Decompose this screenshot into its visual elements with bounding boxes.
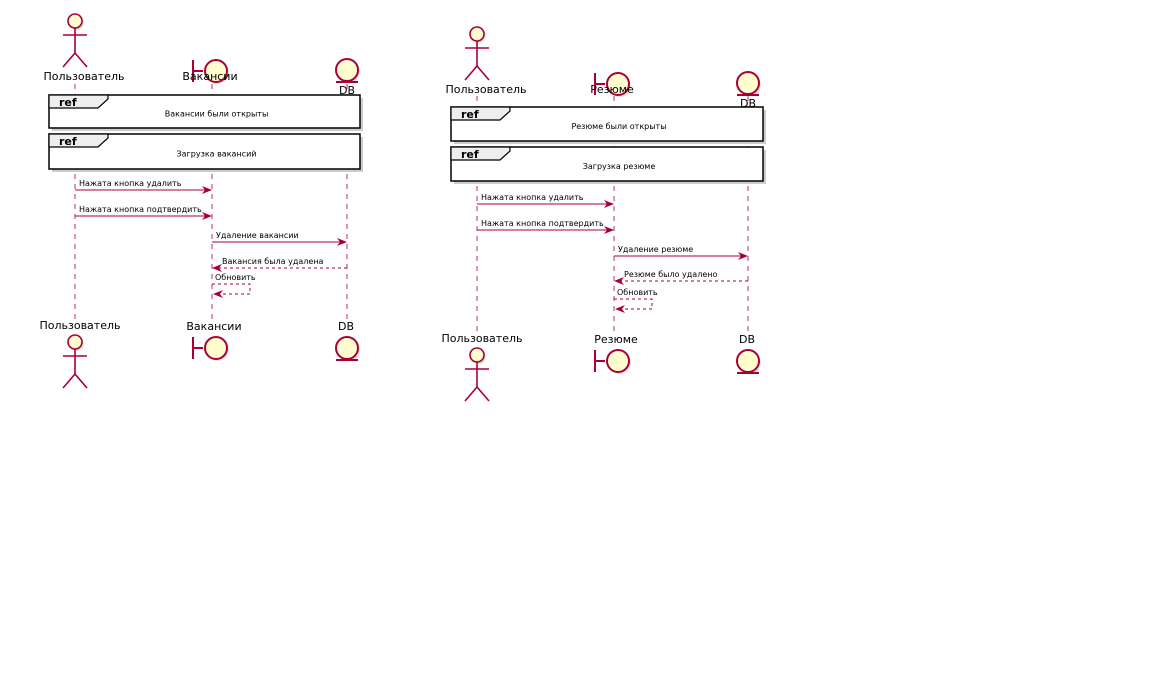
ref-tab <box>48 133 109 148</box>
message-label: Удаление вакансии <box>216 231 299 240</box>
participant-label: Пользователь <box>39 319 120 332</box>
participant-label: Пользователь <box>445 83 526 96</box>
ref-text: Загрузка вакансий <box>177 150 257 159</box>
message-label: Резюме было удалено <box>624 270 717 279</box>
entity-icon <box>335 58 360 83</box>
message-label: Обновить <box>617 288 658 297</box>
participant-label: DB <box>339 84 355 97</box>
participant-label: DB <box>338 320 354 333</box>
ref-tag: ref <box>59 96 77 109</box>
ref-tab <box>48 94 109 109</box>
entity-icon <box>736 349 761 374</box>
participant-label: Вакансии <box>182 70 237 83</box>
participant-label: DB <box>739 333 755 346</box>
ref-text: Загрузка резюме <box>583 162 656 171</box>
ref-tag: ref <box>461 148 479 161</box>
message-label: Нажата кнопка подтвердить <box>79 205 202 214</box>
message: Нажата кнопка подтвердить <box>477 219 614 234</box>
message-label: Нажата кнопка удалить <box>481 193 584 202</box>
actor-icon <box>62 334 88 389</box>
ref-tab <box>450 146 511 161</box>
message-label: Удаление резюме <box>618 245 693 254</box>
ref-tag: ref <box>59 135 77 148</box>
message: Нажата кнопка подтвердить <box>75 205 212 220</box>
message: Нажата кнопка удалить <box>477 193 614 208</box>
message: Резюме было удалено <box>614 270 748 285</box>
self-message-arrow <box>212 283 251 298</box>
actor-icon <box>464 26 490 81</box>
boundary-icon <box>192 336 229 361</box>
actor-icon <box>464 347 490 402</box>
ref-text: Резюме были открыты <box>571 122 666 131</box>
message-label: Нажата кнопка подтвердить <box>481 219 604 228</box>
message: Обновить <box>212 273 256 298</box>
participant-label: Резюме <box>594 333 638 346</box>
self-message-arrow <box>614 298 653 313</box>
message-label: Вакансия была удалена <box>222 257 324 266</box>
ref-tag: ref <box>461 108 479 121</box>
participant-label: Пользователь <box>441 332 522 345</box>
message: Нажата кнопка удалить <box>75 179 212 194</box>
message-label: Нажата кнопка удалить <box>79 179 182 188</box>
message: Удаление резюме <box>614 245 748 260</box>
entity-icon <box>335 336 360 361</box>
actor-icon <box>62 13 88 68</box>
message-label: Обновить <box>215 273 256 282</box>
participant-label: Резюме <box>590 83 634 96</box>
ref-text: Вакансии были открыты <box>165 110 269 119</box>
participant-label: Вакансии <box>186 320 241 333</box>
entity-icon <box>736 71 761 96</box>
ref-tab <box>450 106 511 121</box>
boundary-icon <box>594 72 631 97</box>
boundary-icon <box>594 349 631 374</box>
message: Обновить <box>614 288 658 313</box>
boundary-icon <box>192 59 229 84</box>
message: Вакансия была удалена <box>212 257 347 272</box>
participant-label: Пользователь <box>43 70 124 83</box>
message: Удаление вакансии <box>212 231 347 246</box>
